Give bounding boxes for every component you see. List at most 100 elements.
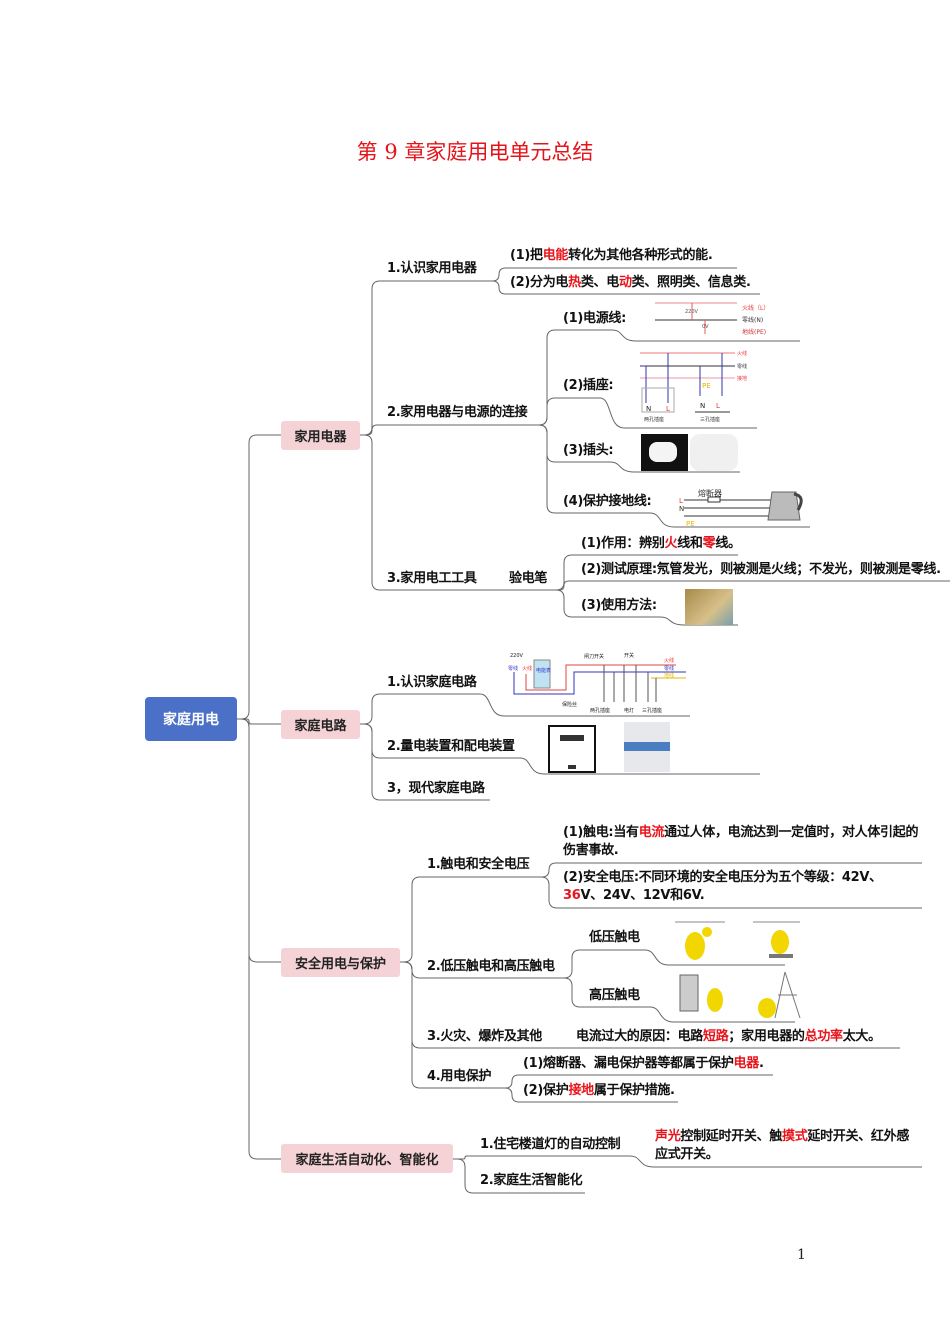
svg-text:PE: PE — [686, 520, 695, 528]
connector-line — [237, 718, 281, 725]
svg-text:火线（L）: 火线（L） — [742, 304, 769, 312]
svg-text:N: N — [700, 402, 705, 410]
text-segment: 类、照明类、信息类. — [631, 275, 751, 290]
highlighted-text: 动 — [618, 275, 632, 290]
node-smart-home: 2.家庭生活智能化 — [480, 1173, 583, 1188]
svg-text:220V: 220V — [685, 309, 699, 315]
svg-text:闸刀开关: 闸刀开关 — [584, 653, 604, 660]
connector-line — [360, 693, 690, 725]
svg-text:火线: 火线 — [737, 350, 747, 357]
svg-text:零线: 零线 — [737, 363, 747, 370]
electric-meter-image — [548, 725, 596, 773]
highlighted-text: 摸式 — [782, 1129, 808, 1144]
svg-text:L: L — [716, 402, 720, 410]
corridor-light-switches: 声光控制延时开关、触摸式延时开关、红外感应式开关。 — [655, 1128, 915, 1164]
connector-line — [453, 1155, 922, 1168]
svg-text:保险丝: 保险丝 — [562, 701, 577, 708]
svg-text:接地: 接地 — [737, 375, 747, 382]
svg-text:开关: 开关 — [624, 652, 634, 659]
root-node: 家庭用电 — [145, 697, 237, 741]
test-pen-usage: (3)使用方法: — [581, 598, 657, 613]
protection-grounding: (2)保护接地属于保护措施. — [523, 1082, 675, 1100]
node-tools: 3.家用电工工具 — [387, 571, 477, 586]
svg-text:电灯: 电灯 — [624, 707, 634, 714]
text-segment: (1)作用：辨别 — [581, 536, 665, 551]
socket-diagram: 火线 零线 接地 PE N L N L 两孔插座 三孔插座 — [640, 350, 747, 423]
connector-line — [500, 1087, 678, 1103]
svg-text:地线: 地线 — [664, 672, 674, 679]
text-segment: ；家用电器的 — [728, 1029, 805, 1044]
text-segment: 延时开关、红外感应式开关。 — [655, 1129, 910, 1162]
connector-line — [552, 580, 950, 591]
svg-text:零线: 零线 — [664, 665, 674, 672]
plug-label: (3)插头: — [563, 443, 614, 458]
connector-line — [535, 397, 757, 429]
node-appliances: 家用电器 — [281, 421, 360, 450]
text-segment: (2)保护 — [523, 1083, 569, 1098]
text-segment: (2)分为电 — [510, 275, 569, 290]
shock-definition: (1)触电:当有电流通过人体，电流达到一定值时，对人体引起的伤害事故. — [563, 824, 923, 860]
test-pen-label: 验电笔 — [509, 571, 548, 586]
highlighted-text: 电能 — [542, 248, 569, 263]
connector-line — [360, 434, 552, 591]
connector-line — [537, 876, 922, 909]
highlighted-text: 电流 — [638, 825, 665, 840]
text-segment: (1)熔断器、漏电保护器等都属于保护 — [523, 1056, 734, 1071]
connector-line — [237, 718, 281, 963]
text-segment: V、24V、12V和6V. — [580, 888, 705, 903]
text-segment: (2)测试原理:氖管发光，则被测是火线；不发光，则被测是零线. — [581, 562, 941, 577]
circuit-breaker-image — [624, 722, 670, 772]
socket-label: (2)插座: — [563, 378, 614, 393]
svg-text:L: L — [679, 497, 683, 505]
svg-text:N: N — [679, 505, 684, 513]
connector-line — [360, 424, 535, 436]
appliance-energy-text: (1)把电能转化为其他各种形式的能. — [510, 247, 713, 265]
connector-line — [487, 280, 760, 295]
node-circuit: 家庭电路 — [281, 710, 360, 739]
node-low-high-voltage: 2.低压触电和高压触电 — [427, 959, 555, 974]
ground-wire-diagram: 熔断器 L N PE — [679, 488, 803, 528]
plug-photo-two-pin — [641, 434, 688, 471]
svg-text:两孔插座: 两孔插座 — [644, 416, 664, 423]
node-safety: 安全用电与保护 — [281, 948, 400, 977]
low-voltage-shock-label: 低压触电 — [589, 930, 640, 945]
node-metering: 2.量电装置和配电装置 — [387, 739, 515, 754]
node-corridor-light: 1.住宅楼道灯的自动控制 — [480, 1137, 621, 1152]
test-pen-photo — [685, 589, 733, 625]
text-segment: 电流过大的原因：电路 — [576, 1029, 704, 1044]
high-voltage-shock-label: 高压触电 — [589, 988, 640, 1003]
appliance-types-text: (2)分为电热类、电动类、照明类、信息类. — [510, 274, 751, 292]
page-title: 第 9 章家庭用电单元总结 — [356, 140, 594, 164]
node-protection: 4.用电保护 — [427, 1069, 492, 1084]
text-segment: 控制延时开关、触 — [680, 1129, 783, 1144]
node-shock-voltage: 1.触电和安全电压 — [427, 857, 530, 872]
connector-line — [560, 949, 785, 979]
text-segment: (1)把 — [510, 248, 543, 263]
test-pen-purpose: (1)作用：辨别火线和零线。 — [581, 535, 741, 553]
svg-text:火线: 火线 — [664, 657, 674, 664]
highlighted-text: 电器 — [733, 1056, 760, 1071]
svg-text:火线: 火线 — [522, 665, 532, 672]
text-segment: 类、电 — [580, 275, 619, 290]
highlighted-text: 声光 — [655, 1129, 681, 1144]
svg-text:零线(N): 零线(N) — [742, 316, 763, 324]
connector-line — [400, 876, 537, 963]
household-circuit-diagram: 220V 零线 火线 电能表 闸刀开关 开关 火线 零线 地线 保险丝 两孔插座… — [508, 652, 686, 714]
highlighted-text: 零 — [702, 536, 716, 551]
connector-line — [360, 723, 490, 801]
overcurrent-causes: 电流过大的原因：电路短路；家用电器的总功率太大。 — [576, 1028, 881, 1046]
svg-text:地线(PE): 地线(PE) — [742, 328, 766, 336]
highlighted-text: 总功率 — [804, 1029, 843, 1044]
svg-text:三孔插座: 三孔插座 — [700, 416, 720, 423]
test-pen-principle: (2)测试原理:氖管发光，则被测是火线；不发光，则被测是零线. — [581, 561, 941, 579]
svg-text:熔断器: 熔断器 — [698, 488, 722, 498]
connector-line — [237, 434, 281, 720]
text-segment: . — [758, 1056, 764, 1071]
connector-line — [453, 1158, 585, 1194]
connector-line — [487, 267, 737, 282]
ground-wire-label: (4)保护接地线: — [563, 494, 652, 509]
safe-voltage-text: (2)安全电压:不同环境的安全电压分为五个等级：42V、36V、24V、12V和… — [563, 869, 903, 905]
highlighted-text: 热 — [568, 275, 581, 290]
